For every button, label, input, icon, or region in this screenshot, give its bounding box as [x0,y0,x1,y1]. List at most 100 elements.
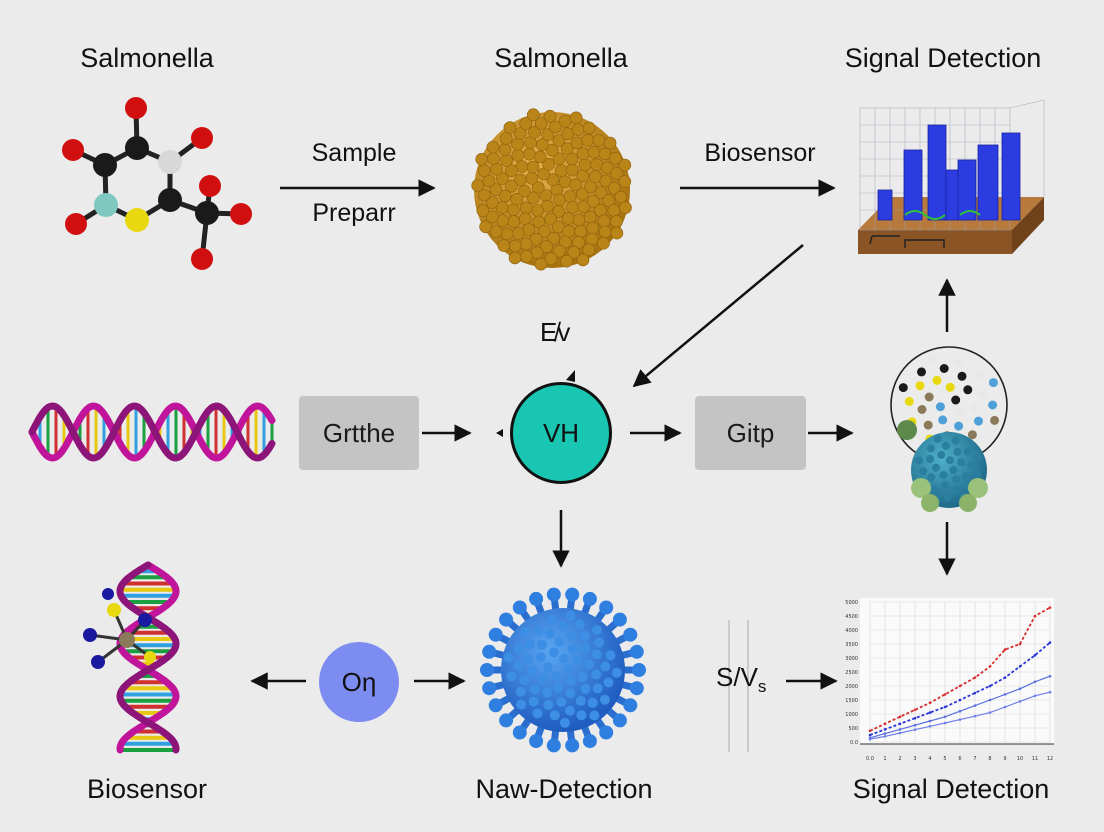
hub-node-label: VH [542,417,580,448]
molecule-illustration [62,97,252,270]
title-biosensor-bottom: Biosensor [86,774,208,804]
chart-x-tick-label: 11 [1032,756,1038,762]
chart-x-tick-label: 6 [958,756,961,762]
chart-data-point [943,721,947,725]
step-sample-label: Sample [311,139,397,167]
chart-y-tick-label: 500 [848,726,858,732]
chart-data-point [883,728,887,731]
sns-label: S/Vs [716,662,766,697]
chart-data-point [883,732,887,735]
process-box-right: Gitp [695,396,806,470]
chart-data-point [928,701,932,705]
chart-data-point [913,708,917,712]
chart-data-point [973,691,977,695]
chart-data-point [988,665,992,668]
chart-data-point [1003,693,1007,696]
title-detection-bottom: Naw‐Detection [475,774,653,804]
chart-data-point [1033,680,1037,684]
chart-data-point [988,684,992,688]
chart-data-point [1003,648,1007,651]
chart-data-point [988,698,992,702]
sns-label-main: S/V [716,662,758,692]
chart-data-point [958,718,962,721]
hub-node: VH [510,382,612,484]
chart-data-point [958,698,962,702]
chart-data-point [958,709,962,713]
chart-data-point [958,684,962,688]
chart-data-point [1018,700,1022,703]
dna-helix-illustration [28,402,276,462]
chart-data-point [898,728,902,731]
chart-data-point [1033,653,1037,657]
chart-y-tick-label: 3500 [845,642,858,648]
chart-data-point [943,715,947,719]
chart-data-point [1018,665,1022,668]
chart-data-point [1048,674,1052,678]
chart-y-tick-label: 0.0 [850,740,858,746]
chart-y-tick-label: 4500 [845,614,858,620]
chart-x-tick-label: 1 [883,756,886,762]
chart-data-point [898,722,902,726]
chart-y-tick-label: 4000 [845,628,858,634]
chart-data-point [943,693,947,696]
title-signal-detection-top: Signal Detection [844,43,1042,73]
chart-x-tick-label: 10 [1017,756,1023,762]
chart-data-point [973,704,977,707]
chart-y-tick-label: 1500 [845,698,858,704]
chart-data-point [913,723,917,727]
chart-data-point [1003,705,1007,709]
chart-x-tick-label: 0.0 [866,756,874,762]
chart-data-point [1018,642,1022,646]
salmonella-cluster-illustration [471,108,632,271]
o-node-label: Oη [341,666,377,697]
arrows [250,179,956,690]
chart-data-point [898,715,902,719]
ligand-helix-illustration [83,561,180,754]
title-signal-detection-bottom: Signal Detection [852,774,1050,804]
chart-data-point [898,731,902,735]
chart-data-point [1033,614,1037,618]
o-node: Oη [319,642,399,722]
chart-x-tick-label: 12 [1047,756,1053,762]
chart-y-tick-label: 2500 [845,670,858,676]
chart-x-tick-label: 9 [1003,756,1006,762]
sns-label-sub: s [757,677,767,697]
chart-data-point [1033,694,1037,698]
chart-x-tick-label: 7 [973,756,976,762]
chart-data-point [988,711,992,714]
step-preparation-label: Preparr [312,199,396,227]
arrow-chamber-to-hub [632,244,804,388]
process-box-left-label: Grtthe [322,417,396,448]
molecular-sphere-illustration [890,346,1008,512]
hub-pointer-left [496,429,503,437]
chart-data-point [883,735,887,738]
chart-y-tick-label: 2000 [845,684,858,690]
chart-data-point [913,716,917,720]
chart-data-point [1048,641,1052,644]
chart-data-point [1018,687,1022,691]
sns-divider [728,620,749,752]
chart-data-point [943,705,947,709]
chart-data-point [973,714,977,718]
chart-x-tick-label: 8 [988,756,991,762]
chart-data-point [928,725,932,728]
chart-data-point [1048,606,1052,609]
chart-y-tick-label: 1000 [845,712,858,718]
chart-y-tick-label: 5000 [845,600,858,606]
chart-data-point [1048,690,1052,694]
detection-chamber-illustration [858,99,1045,254]
process-box-left: Grtthe [299,396,419,470]
chart-data-point [913,728,917,731]
process-box-right-label: Gitp [726,417,775,448]
chart-x-tick-label: 2 [898,756,901,762]
chart-data-point [973,676,977,679]
chart-data-point [1003,676,1007,679]
chart-data-point [928,711,932,714]
chart-data-point [928,719,932,723]
chart-x-tick-label: 4 [928,756,931,762]
step-biosensor-label: Biosensor [704,139,816,167]
hub-annotation: E̸v [540,317,571,347]
title-salmonella-left: Salmonella [80,43,214,73]
